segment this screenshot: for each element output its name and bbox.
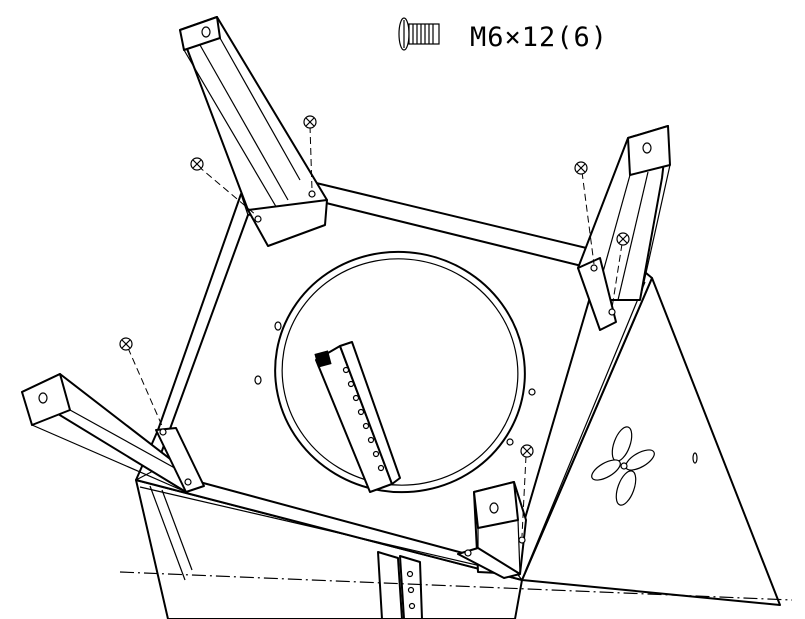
cabinet-body — [135, 277, 781, 619]
leg-top-right — [577, 125, 671, 331]
leg-bottom-right — [457, 481, 527, 579]
base-panel — [135, 181, 653, 581]
floor-line — [119, 571, 793, 601]
phillips-screw-icon — [398, 17, 440, 51]
circular-opening — [274, 250, 526, 494]
screws — [119, 115, 630, 537]
internal-rail — [314, 341, 401, 493]
screw-6 — [520, 444, 534, 537]
leg-top-left — [179, 16, 328, 247]
screw-3 — [574, 161, 595, 265]
fan-vent — [591, 426, 655, 506]
screw-legend: M6×12(6) — [398, 17, 608, 53]
screw-1 — [190, 157, 257, 216]
screw-5 — [119, 337, 164, 429]
screw-2 — [303, 115, 317, 191]
screw-spec-label: M6×12(6) — [470, 22, 608, 53]
screw-4 — [611, 232, 630, 309]
leg-bottom-left — [21, 373, 205, 493]
